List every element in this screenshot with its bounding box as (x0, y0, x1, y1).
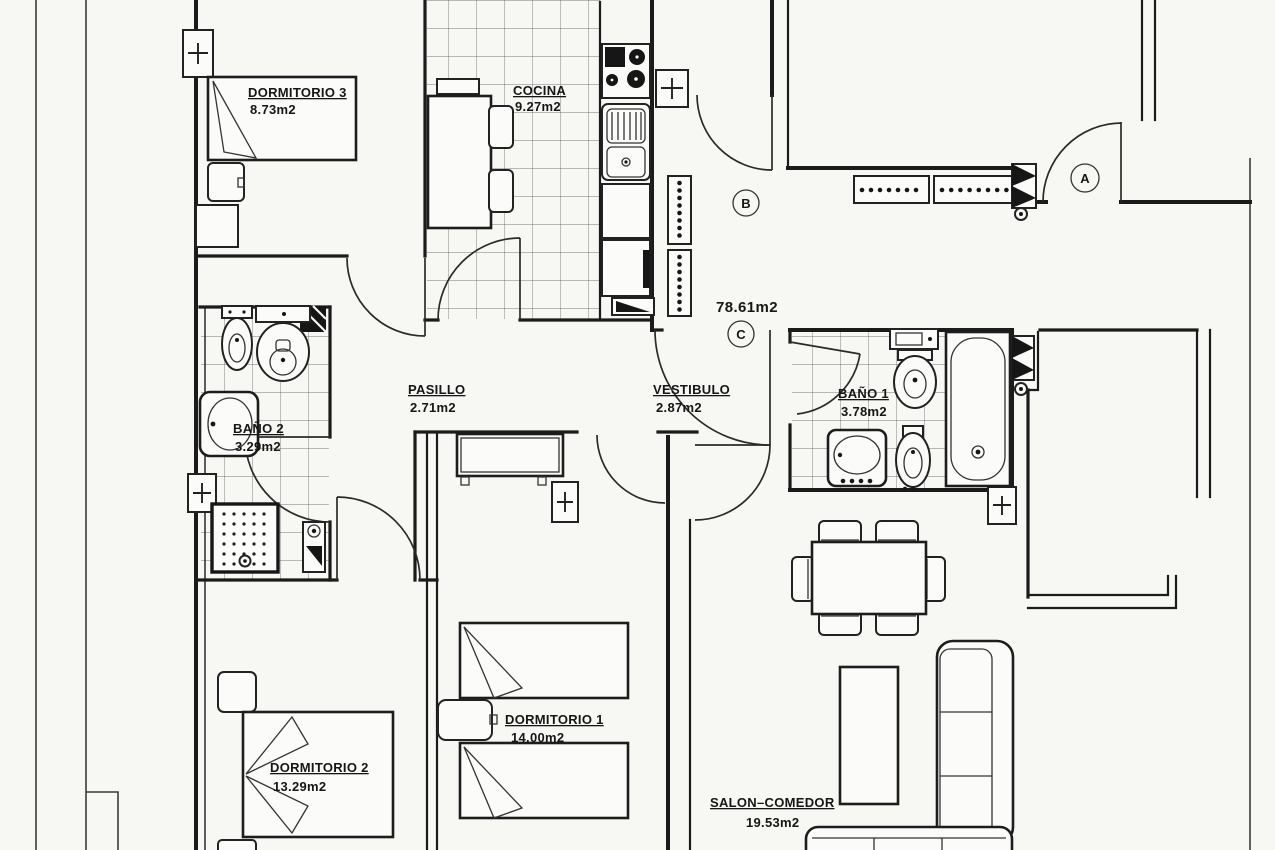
stove-icon (601, 43, 651, 99)
pillar-marker (182, 29, 214, 78)
room-area-dormitorio2: 13.29m2 (273, 779, 326, 794)
room-label-dormitorio1: DORMITORIO 1 (505, 712, 604, 727)
door-b (696, 94, 773, 171)
nightstand-icon (207, 162, 245, 202)
bidet-icon (895, 425, 931, 492)
shaft-icon (1011, 335, 1035, 396)
room-label-bano1: BAÑO 1 (838, 386, 889, 401)
bath1-fixtures (826, 328, 1012, 492)
nightstand-icon (217, 671, 257, 713)
room-area-vestibulo: 2.87m2 (656, 400, 702, 415)
washbasin-icon (198, 390, 260, 458)
dormitorio1-furniture (437, 432, 630, 820)
salon-furniture (791, 520, 1015, 850)
room-labels: DORMITORIO 3 8.73m2 COCINA 9.27m2 PASILL… (233, 83, 889, 830)
room-label-pasillo: PASILLO (408, 382, 465, 397)
shaft-icon (1011, 163, 1037, 221)
bath2-fixtures (198, 305, 326, 574)
door-c (654, 329, 771, 446)
site-boundary (35, 0, 1251, 850)
single-bed-icon (458, 621, 630, 700)
washbasin-icon (826, 428, 888, 488)
room-label-vestibulo: VESTIBULO (653, 382, 730, 397)
marker-c: C (727, 320, 755, 348)
dining-chairs-icon (791, 520, 946, 636)
room-label-cocina: COCINA (513, 83, 566, 98)
service-shafts (299, 163, 1037, 396)
shower-tray-icon (210, 502, 280, 574)
door-dormitorio1 (596, 434, 666, 504)
kitchen-sink-icon (601, 103, 651, 181)
dining-table-icon (810, 540, 928, 616)
svg-text:C: C (736, 327, 746, 342)
room-area-dormitorio1: 14.00m2 (511, 730, 564, 745)
bidet-icon (221, 305, 253, 371)
appliance-icon (601, 239, 651, 297)
radiator-icon (853, 175, 930, 204)
kitchen-fixtures (426, 43, 655, 316)
room-area-pasillo: 2.71m2 (410, 400, 456, 415)
room-area-bano1: 3.78m2 (841, 404, 887, 419)
doors (244, 94, 1122, 581)
bathtub-icon (944, 330, 1012, 488)
svg-text:B: B (741, 196, 750, 211)
total-area-label: 78.61m2 (716, 299, 778, 316)
reference-markers: A B C (727, 163, 1100, 348)
sideboard-icon (838, 665, 900, 806)
kitchen-table-icon (426, 78, 514, 230)
dresser-icon (195, 204, 239, 248)
pillar-markers (182, 29, 1017, 525)
toilet-icon (255, 305, 311, 382)
single-bed-icon (458, 741, 630, 820)
room-area-bano2: 3.29m2 (235, 439, 281, 454)
door-cocina (437, 237, 521, 321)
room-area-dormitorio3: 8.73m2 (250, 102, 296, 117)
toilet-icon (889, 328, 939, 409)
radiator-icon (667, 175, 692, 245)
door-bano1 (789, 341, 861, 415)
door-dormitorio2 (336, 496, 421, 581)
counter-cabinet (601, 183, 651, 239)
water-heater-icon (302, 521, 326, 573)
room-label-dormitorio2: DORMITORIO 2 (270, 760, 369, 775)
dormitorio2-furniture (217, 671, 395, 850)
oven-icon (611, 297, 655, 316)
pillar-marker (655, 69, 689, 108)
radiators (667, 175, 1017, 317)
pillar-marker (551, 481, 579, 523)
sofa-2seat-icon (804, 825, 1014, 850)
nightstand-icon (437, 699, 498, 741)
marker-b: B (732, 189, 760, 217)
pillar-marker (987, 486, 1017, 525)
sofa-3seat-icon (935, 639, 1015, 845)
marker-a: A (1070, 163, 1100, 193)
svg-text:A: A (1080, 171, 1090, 186)
room-label-dormitorio3: DORMITORIO 3 (248, 85, 347, 100)
dormitorio3-furniture (195, 75, 358, 248)
door-dormitorio3 (346, 257, 426, 337)
bed-icon (206, 75, 358, 162)
nightstand-icon (217, 839, 257, 850)
pillar-marker (187, 473, 217, 513)
double-bed-icon (241, 710, 395, 839)
radiator-icon (933, 175, 1017, 204)
room-area-salon: 19.53m2 (746, 815, 799, 830)
room-label-bano2: BAÑO 2 (233, 421, 284, 436)
room-label-salon: SALON–COMEDOR (710, 795, 835, 810)
room-area-cocina: 9.27m2 (515, 99, 561, 114)
door-salon (694, 444, 771, 521)
wardrobe-icon (455, 432, 565, 486)
door-a-entrance (1042, 122, 1122, 203)
radiator-icon (667, 249, 692, 317)
walls (194, 0, 1252, 850)
